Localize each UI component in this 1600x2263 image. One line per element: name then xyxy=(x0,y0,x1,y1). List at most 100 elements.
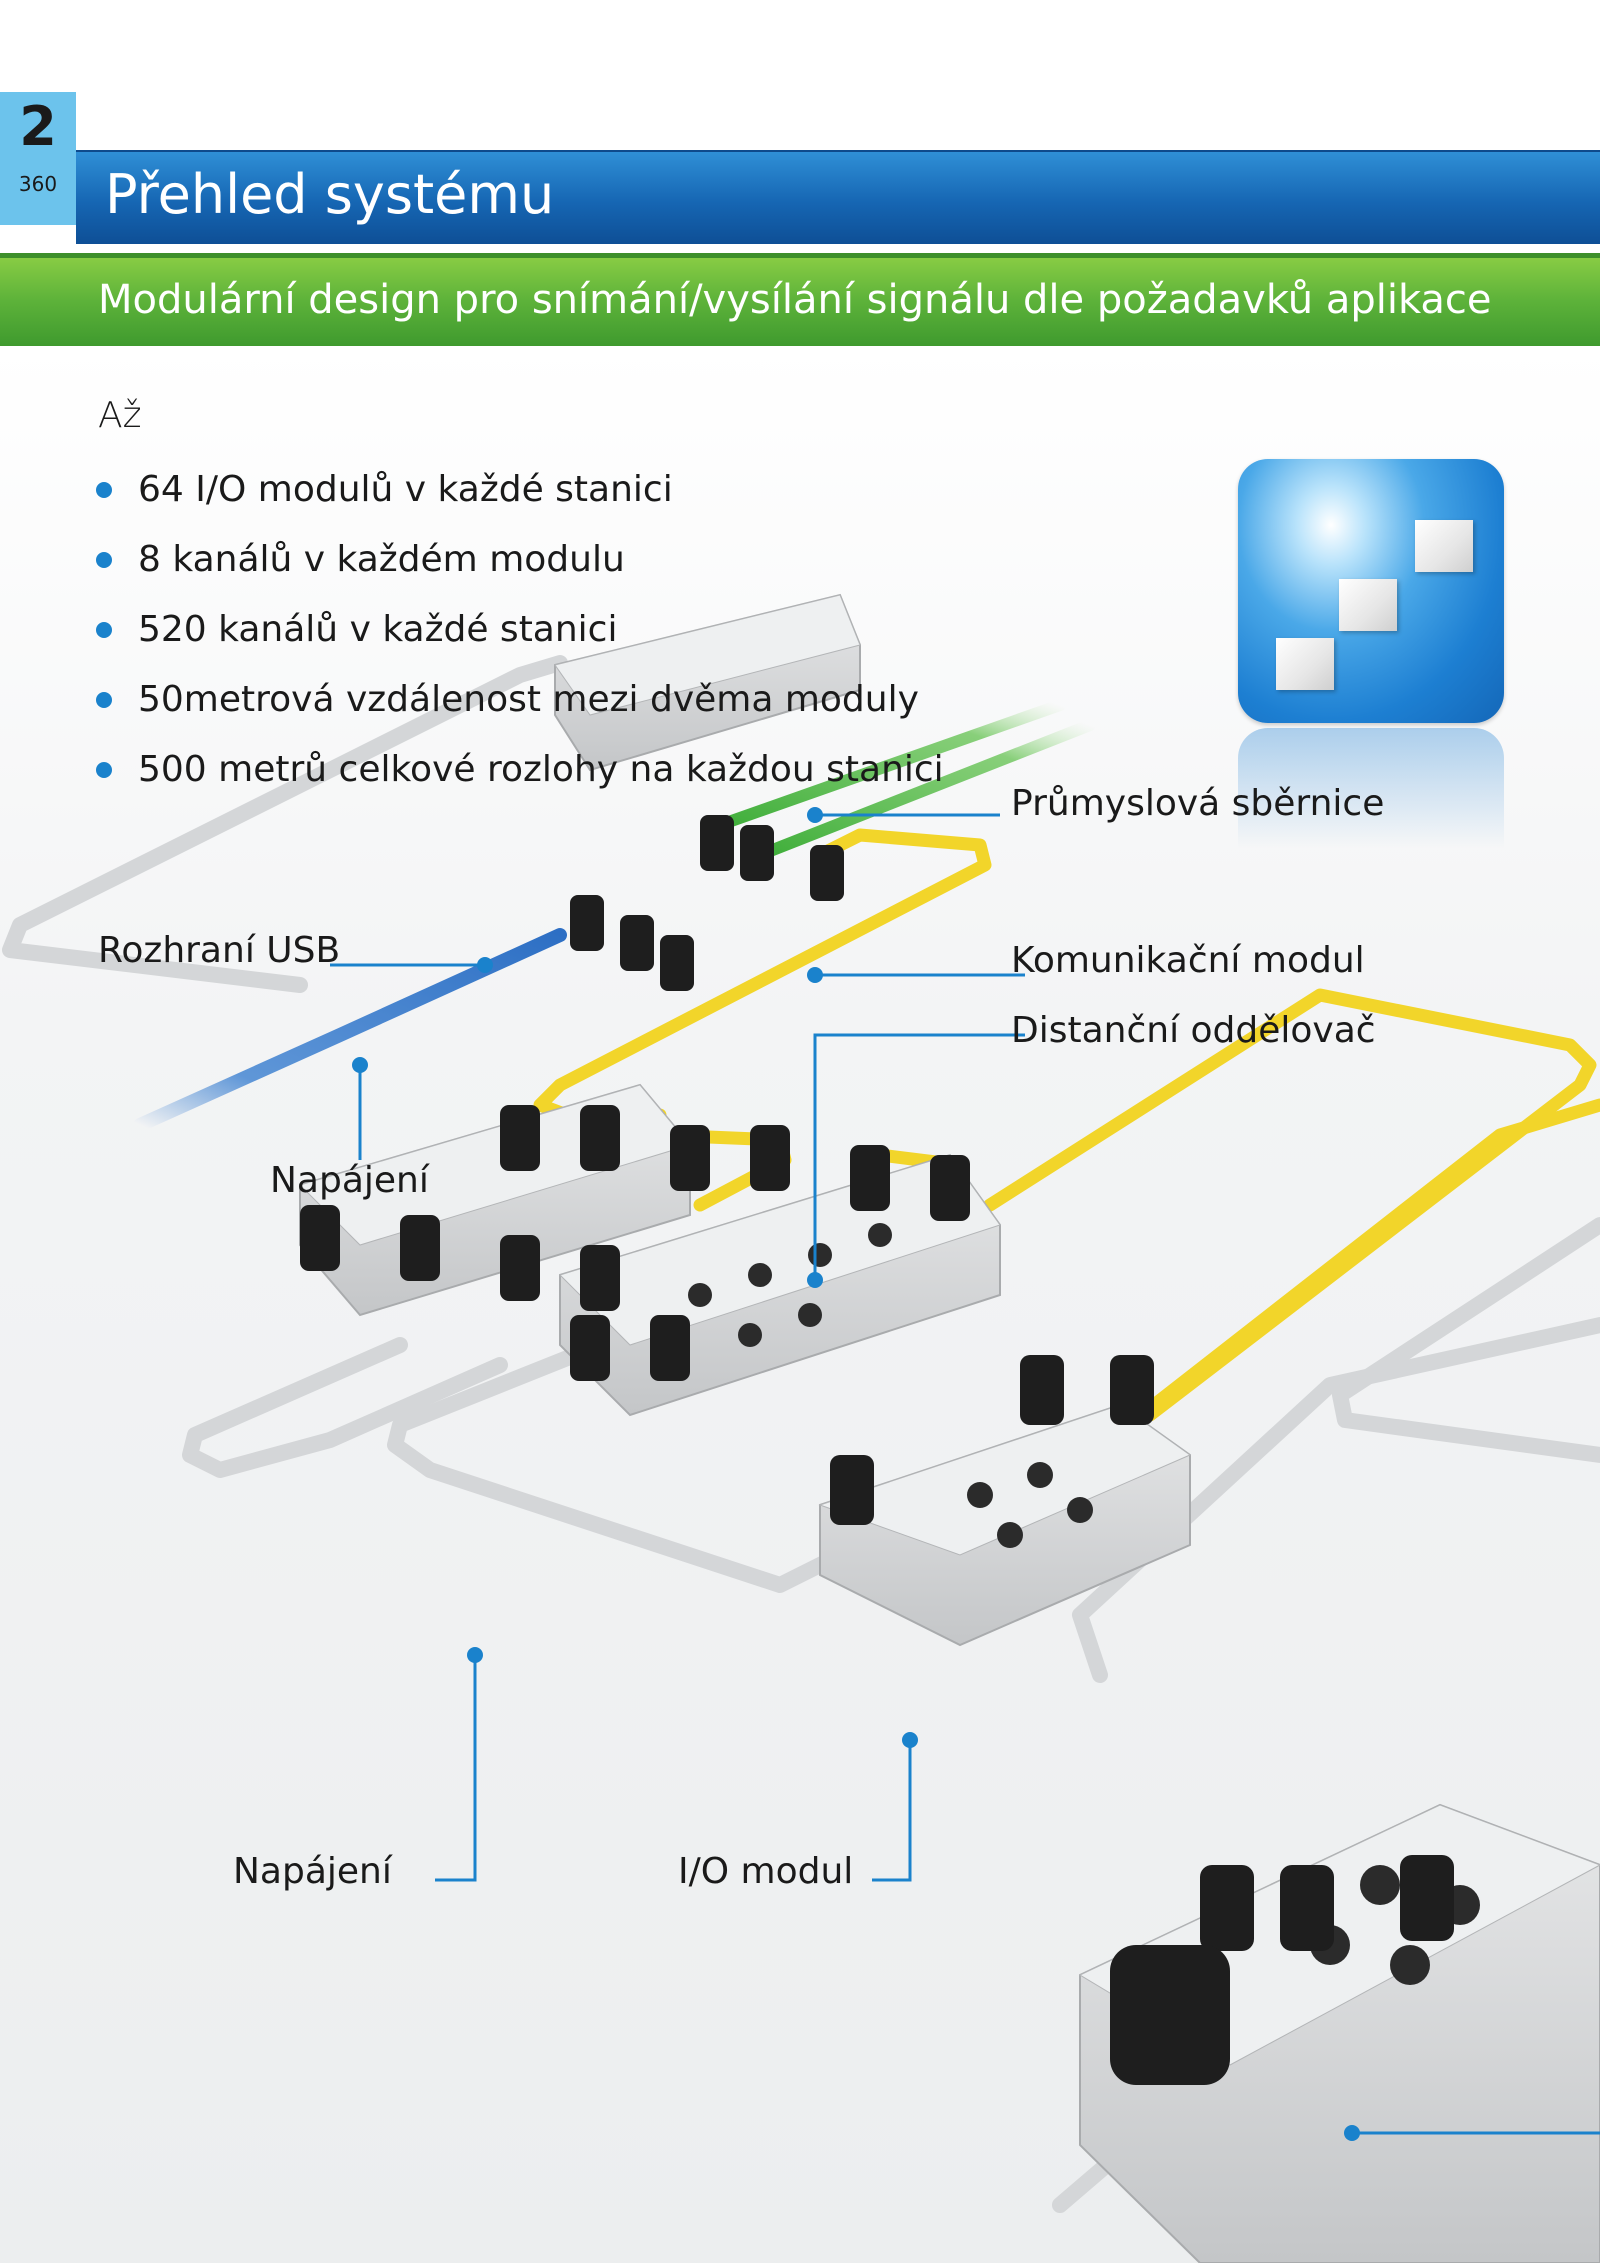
bullet-icon xyxy=(96,762,112,778)
bullet-icon xyxy=(96,692,112,708)
connector-plug xyxy=(660,935,694,991)
power-cable-2 xyxy=(182,1337,508,1478)
connector-plug xyxy=(300,1205,340,1271)
bullet-icon xyxy=(96,482,112,498)
connector-plug xyxy=(830,1455,874,1525)
power-cable-5 xyxy=(1332,1217,1600,1463)
intro-lead: Až xyxy=(98,395,142,436)
leader-dot xyxy=(807,967,823,983)
list-item-label: 8 kanálů v každém modulu xyxy=(138,539,625,580)
connector-plug xyxy=(810,845,844,901)
connector-port xyxy=(798,1303,822,1327)
subtitle-bar-edge xyxy=(0,253,1600,258)
connector-plug xyxy=(580,1105,620,1171)
callout-spacer: Distanční oddělovač xyxy=(1011,1010,1376,1051)
power-cables xyxy=(2,655,1600,2213)
connector-plug xyxy=(930,1155,970,1221)
connector-plug xyxy=(570,1315,610,1381)
system-diagram xyxy=(2,593,1600,2263)
subtitle-bar xyxy=(0,253,1600,346)
modules-cubes-icon xyxy=(1238,459,1504,723)
connector-plug xyxy=(500,1235,540,1301)
bullet-icon xyxy=(96,622,112,638)
power-cable-3 xyxy=(387,1337,848,1593)
page-subtitle: Modulární design pro snímání/vysílání si… xyxy=(98,277,1492,323)
cube-icon xyxy=(1339,579,1397,631)
connector-port xyxy=(1027,1462,1053,1488)
list-item: 520 kanálů v každé stanici xyxy=(96,602,944,672)
io-module-body xyxy=(818,1403,1192,1647)
callout-io-module: I/O modul xyxy=(678,1851,854,1892)
connector-plug xyxy=(700,815,734,871)
fieldbus-cable-2 xyxy=(754,719,1096,861)
fieldbus-coupler-module xyxy=(554,593,861,772)
connector-plug xyxy=(850,1145,890,1211)
fieldbus-cables xyxy=(714,699,1096,861)
list-item: 64 I/O modulů v každé stanici xyxy=(96,462,944,532)
connector-port xyxy=(748,1263,772,1287)
power-cable-4 xyxy=(1072,1317,1600,1683)
connector-port xyxy=(868,1223,892,1247)
callout-usb: Rozhraní USB xyxy=(98,930,341,971)
connector-port xyxy=(738,1323,762,1347)
connector-plug xyxy=(1200,1865,1254,1951)
chapter-tab: 2 360 xyxy=(0,92,76,225)
list-item: 50metrová vzdálenost mezi dvěma moduly xyxy=(96,672,944,742)
leader-dot xyxy=(807,1272,823,1288)
cube-icon xyxy=(1276,638,1334,690)
connector-plug xyxy=(650,1315,690,1381)
connector-port xyxy=(1067,1497,1093,1523)
yellow-cable-4 xyxy=(983,988,1597,1422)
feature-list: 64 I/O modulů v každé stanici 8 kanálů v… xyxy=(96,462,944,812)
leader-spacer xyxy=(813,1033,1025,1280)
connector-port xyxy=(967,1482,993,1508)
leader-power2 xyxy=(435,1655,477,1882)
list-item: 500 metrů celkové rozlohy na každou stan… xyxy=(96,742,944,812)
page-title: Přehled systému xyxy=(105,163,555,226)
leader-dot xyxy=(352,1057,368,1073)
list-item-label: 500 metrů celkové rozlohy na každou stan… xyxy=(138,749,944,790)
leader-dot xyxy=(807,807,823,823)
callout-power-1: Napájení xyxy=(270,1160,429,1201)
connector-port xyxy=(997,1522,1023,1548)
page-number: 360 xyxy=(18,172,58,196)
connector-port xyxy=(1390,1945,1430,1985)
yellow-cable-5 xyxy=(1083,1098,1600,1462)
leader-dot xyxy=(902,1732,918,1748)
connector-plug xyxy=(740,825,774,881)
fieldbus-cable-1 xyxy=(714,699,1066,831)
connector-plug xyxy=(620,915,654,971)
connector-port xyxy=(808,1243,832,1267)
callout-lines xyxy=(330,813,1600,2135)
chapter-number: 2 xyxy=(19,95,57,158)
connector-plug xyxy=(1110,1355,1154,1425)
connector-plug xyxy=(750,1125,790,1191)
connector-plug xyxy=(500,1105,540,1171)
connector-plug xyxy=(570,895,604,951)
connector-port xyxy=(1360,1865,1400,1905)
title-bar xyxy=(76,152,1600,244)
connector-plug xyxy=(670,1125,710,1191)
leader-dot xyxy=(467,1647,483,1663)
connector-port xyxy=(688,1283,712,1307)
cable-connectors xyxy=(300,815,1454,2085)
leader-dot xyxy=(1344,2125,1360,2141)
power-cable-1 xyxy=(2,655,568,993)
connector-plug xyxy=(1400,1855,1454,1941)
connector-plug xyxy=(1110,1945,1230,2085)
leader-dot xyxy=(477,957,493,973)
connector-plug xyxy=(580,1245,620,1311)
connector-plug xyxy=(1280,1865,1334,1951)
leader-io xyxy=(872,1740,912,1882)
callout-dots xyxy=(352,807,1360,2141)
bullet-icon xyxy=(96,552,112,568)
list-item: 8 kanálů v každém modulu xyxy=(96,532,944,602)
connector-plug xyxy=(1020,1355,1064,1425)
connector-plug xyxy=(400,1215,440,1281)
list-item-label: 50metrová vzdálenost mezi dvěma moduly xyxy=(138,679,919,720)
list-item-label: 64 I/O modulů v každé stanici xyxy=(138,469,673,510)
callout-fieldbus: Průmyslová sběrnice xyxy=(1011,783,1385,824)
icon-reflection xyxy=(1238,728,1504,848)
callout-comm-module: Komunikační modul xyxy=(1011,940,1365,981)
callout-power-2: Napájení xyxy=(233,1851,392,1892)
